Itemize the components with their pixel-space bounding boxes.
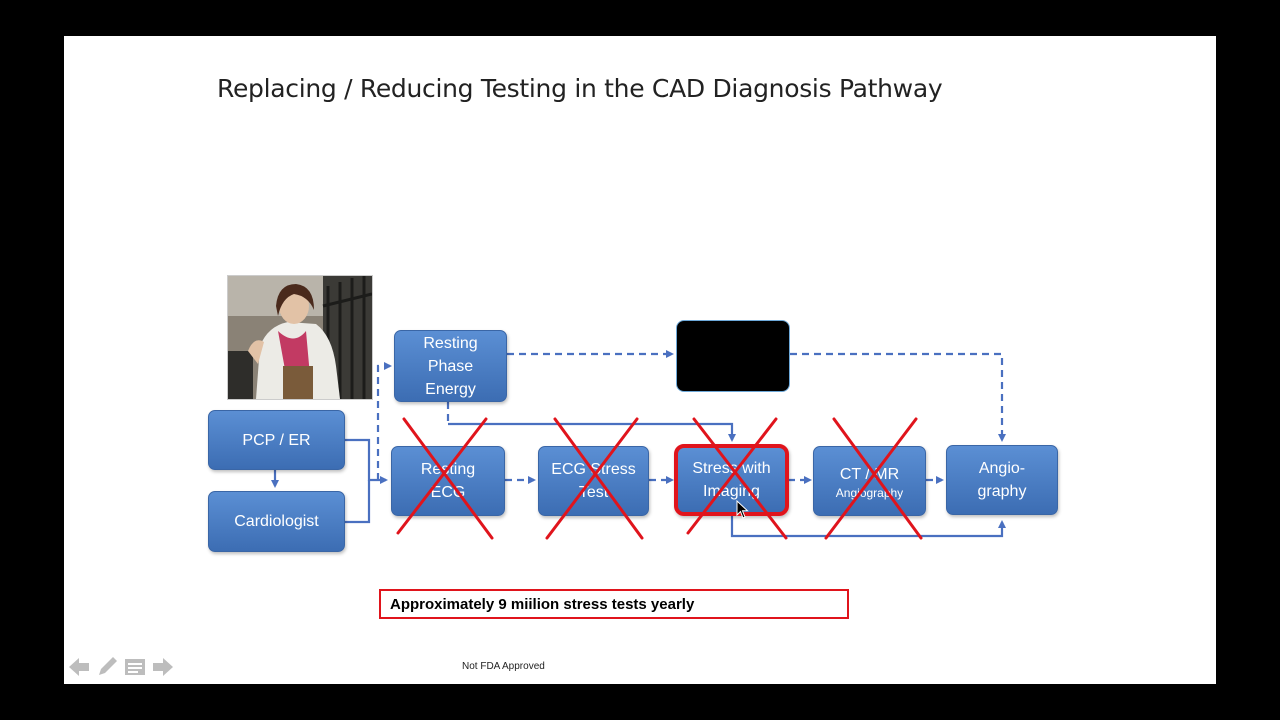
ct-mr-line-1: CT / MR: [839, 465, 900, 483]
patient-photo: [227, 275, 373, 400]
cross-ct-mr: [824, 417, 923, 540]
diagram-connectors: [271, 350, 1006, 538]
cross-stress-imaging: [686, 417, 788, 540]
pcp-er-label: PCP / ER: [242, 431, 311, 449]
cross-resting-ecg: [396, 417, 494, 540]
pcp-er-box: PCP / ER: [208, 410, 345, 470]
back-arrow-icon[interactable]: [67, 655, 91, 679]
cardiologist-label: Cardiologist: [234, 513, 319, 530]
resting-phase-energy-box: Resting Phase Energy: [394, 330, 507, 402]
cardiologist-box: Cardiologist: [208, 491, 345, 552]
red-crosses: [396, 417, 923, 540]
pen-icon[interactable]: [95, 655, 119, 679]
forward-arrow-icon[interactable]: [151, 655, 175, 679]
stress-imaging-box: Stress with Imaging: [674, 444, 789, 516]
stress-tests-callout: Approximately 9 miilion stress tests yea…: [379, 589, 849, 619]
slide-nav: [67, 655, 175, 679]
mouse-cursor-icon: [736, 499, 750, 525]
angiography-box: Angio- graphy: [946, 445, 1058, 515]
angiography-line-1: Angio-: [978, 460, 1026, 477]
redacted-box: [676, 320, 790, 392]
ct-mr-box: CT / MR Angiography: [813, 446, 926, 516]
rpe-line-1: Resting: [423, 334, 478, 352]
rpe-line-3: Energy: [425, 380, 476, 398]
cross-ecg-stress: [545, 417, 644, 540]
slide-title: Replacing / Reducing Testing in the CAD …: [217, 74, 943, 103]
footer-disclaimer: Not FDA Approved: [462, 661, 545, 672]
menu-icon[interactable]: [123, 655, 147, 679]
rpe-line-2: Phase: [427, 357, 474, 375]
slide: Replacing / Reducing Testing in the CAD …: [64, 36, 1216, 684]
angiography-line-2: graphy: [977, 483, 1027, 500]
